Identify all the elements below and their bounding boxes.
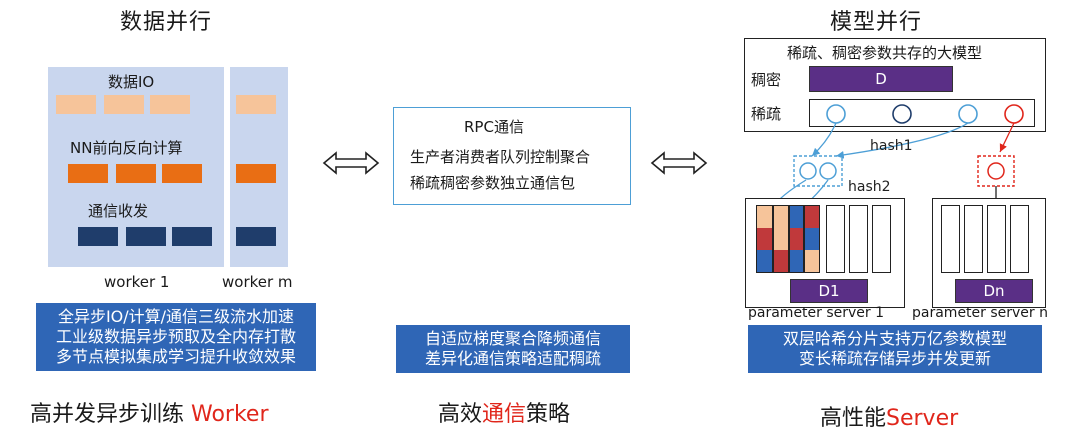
io-block (236, 95, 276, 114)
shard-cell (987, 205, 1006, 273)
rpc-title: RPC通信 (464, 118, 524, 136)
sparse-key-circle (1004, 104, 1024, 124)
double-arrow-icon (650, 151, 708, 175)
feature-line: 双层哈希分片支持万亿参数模型 (782, 329, 1007, 348)
shard-cell (849, 205, 868, 273)
feature-line: 自适应梯度聚合降频通信 (424, 329, 601, 348)
comm-block (172, 227, 212, 246)
comm-bottom-title: 高效通信策略 (438, 402, 571, 427)
io-block (150, 95, 190, 114)
rpc-line: 生产者消费者队列控制聚合 (410, 148, 591, 166)
shard-d1: D1 (790, 279, 868, 303)
server-bottom-title: 高性能Server (820, 406, 959, 431)
sparse-key-circle (958, 104, 978, 124)
model-box: 稀疏、稠密参数共存的大模型 稠密 D 稀疏 (744, 38, 1046, 132)
worker-1-label: worker 1 (104, 273, 170, 291)
rpc-box: RPC通信 生产者消费者队列控制聚合 稀疏稠密参数独立通信包 (393, 107, 631, 205)
model-title: 稀疏、稠密参数共存的大模型 (787, 44, 983, 62)
parameter-server-1: D1 (745, 198, 905, 308)
rpc-line: 稀疏稠密参数独立通信包 (410, 174, 576, 192)
nn-block (68, 164, 108, 183)
worker-m-label: worker m (222, 273, 293, 291)
hash2-label: hash2 (848, 179, 891, 195)
shard-cell (941, 205, 960, 273)
comm-block (126, 227, 166, 246)
sparse-key-circle (892, 104, 912, 124)
feature-line: 工业级数据异步预取及全内存打散 (55, 327, 296, 346)
worker-m-panel (230, 67, 288, 267)
shard-cell (1010, 205, 1029, 273)
right-title: 模型并行 (830, 10, 923, 35)
comm-features-box: 自适应梯度聚合降频通信 差异化通信策略适配稠疏 (396, 325, 630, 373)
comm-label: 通信收发 (88, 202, 149, 220)
worker-1-panel: 数据IO NN前向反向计算 通信收发 (48, 67, 224, 267)
left-title: 数据并行 (120, 10, 213, 35)
io-label: 数据IO (108, 73, 155, 91)
hash1-label: hash1 (870, 138, 913, 154)
feature-line: 变长稀疏存储异步并发更新 (798, 349, 991, 368)
double-arrow-icon (322, 151, 380, 175)
shard-cell (964, 205, 983, 273)
sparse-label: 稀疏 (751, 105, 782, 123)
feature-line: 全异步IO/计算/通信三级流水加速 (57, 307, 295, 326)
server-features-box: 双层哈希分片支持万亿参数模型 变长稀疏存储异步并发更新 (748, 325, 1042, 373)
heatmap-block (756, 205, 820, 273)
worker-bottom-title: 高并发异步训练 Worker (30, 402, 269, 427)
nn-block (236, 164, 276, 183)
feature-line: 差异化通信策略适配稠疏 (424, 349, 601, 368)
comm-block (78, 227, 118, 246)
shard-cell (872, 205, 891, 273)
sparse-param-bar (809, 99, 1035, 127)
comm-block (236, 227, 276, 246)
psn-label: parameter server n (912, 305, 1049, 321)
nn-label: NN前向反向计算 (70, 139, 183, 157)
parameter-server-n: Dn (932, 198, 1046, 308)
shard-cell (826, 205, 845, 273)
dense-label: 稠密 (751, 71, 782, 89)
io-block (104, 95, 144, 114)
nn-block (162, 164, 202, 183)
ps1-label: parameter server 1 (748, 305, 885, 321)
io-block (56, 95, 96, 114)
worker-features-box: 全异步IO/计算/通信三级流水加速 工业级数据异步预取及全内存打散 多节点模拟集… (36, 303, 316, 371)
hash-routing-diagram: hash1 hash2 (771, 104, 1024, 209)
sparse-key-circle (826, 104, 846, 124)
nn-block (116, 164, 156, 183)
dense-param-bar: D (809, 66, 953, 92)
feature-line: 多节点模拟集成学习提升收敛效果 (55, 347, 296, 366)
shard-dn: Dn (955, 279, 1033, 303)
